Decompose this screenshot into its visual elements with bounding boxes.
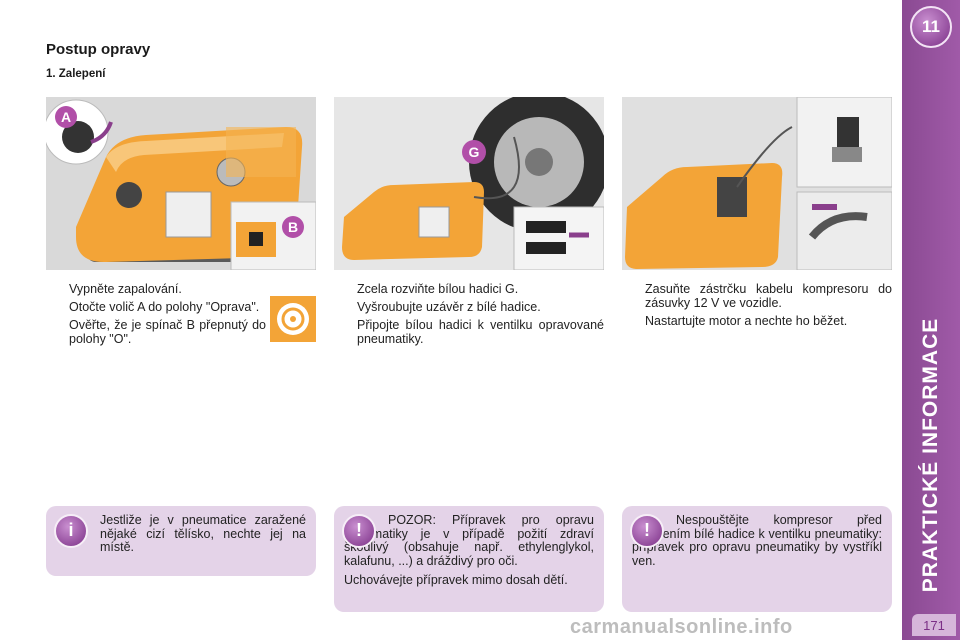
note-text: Jestliže je v pneumatice zaražené nějaké… — [100, 513, 306, 554]
step-text: Připojte bílou hadici k ventilku opravov… — [357, 318, 604, 346]
section-subtitle: 1. Zalepení — [46, 68, 106, 80]
chapter-sidebar — [902, 0, 960, 640]
info-note: i Jestliže je v pneumatice zaražené něja… — [46, 506, 316, 576]
step-item: Otočte volič A do polohy "Oprava". — [46, 300, 266, 314]
step-item: Zcela rozviňte bílou hadici G. — [334, 282, 604, 296]
note-text: Nespouštějte kompresor před připojením b… — [632, 513, 882, 568]
info-icon: i — [54, 514, 88, 548]
step-text: Vypněte zapalování. — [69, 282, 182, 296]
step-text: Ověřte, že je spínač B přepnutý do poloh… — [69, 318, 266, 346]
warning-icon: ! — [342, 514, 376, 548]
section-title: Postup opravy — [46, 41, 151, 58]
column-2: Zcela rozviňte bílou hadici G. Vyšroubuj… — [334, 282, 604, 350]
warning-note: ! POZOR: Přípravek pro opravu pneumatiky… — [334, 506, 604, 612]
label-b: B — [288, 219, 298, 235]
column-1: Vypněte zapalování. Otočte volič A do po… — [46, 282, 266, 350]
step-item: Vypněte zapalování. — [46, 282, 266, 296]
watermark: carmanualsonline.info — [570, 616, 793, 638]
column-3: Zasuňte zástrčku kabelu kompresoru do zá… — [622, 282, 892, 332]
page-number: 171 — [912, 614, 956, 636]
label-g: G — [469, 144, 480, 160]
compressor-illustration-3 — [622, 97, 892, 270]
step-text: Otočte volič A do polohy "Oprava". — [69, 300, 260, 314]
step-item: Ověřte, že je spínač B přepnutý do poloh… — [46, 318, 266, 346]
photo-hose-valve: G — [334, 97, 604, 270]
step-item: Zasuňte zástrčku kabelu kompresoru do zá… — [622, 282, 892, 310]
caution-note: ! Nespouštějte kompresor před připojením… — [622, 506, 892, 612]
note-text: Uchovávejte přípravek mimo dosah dětí. — [344, 573, 568, 587]
step-item: Vyšroubujte uzávěr z bílé hadice. — [334, 300, 604, 314]
step-text: Nastartujte motor a nechte ho běžet. — [645, 314, 848, 328]
step-text: Zcela rozviňte bílou hadici G. — [357, 282, 519, 296]
photo-power-plug — [622, 97, 892, 270]
step-text: Zasuňte zástrčku kabelu kompresoru do zá… — [645, 282, 892, 310]
step-item: Připojte bílou hadici k ventilku opravov… — [334, 318, 604, 346]
step-text: Vyšroubujte uzávěr z bílé hadice. — [357, 300, 541, 314]
chapter-title: PRAKTICKÉ INFORMACE — [919, 317, 942, 593]
repair-dial-icon — [270, 296, 316, 342]
note-text: POZOR: Přípravek pro opravu pneumatiky j… — [344, 513, 594, 568]
chapter-number: 11 — [922, 17, 940, 36]
warning-icon: ! — [630, 514, 664, 548]
chapter-badge: 11 — [910, 6, 952, 48]
photo-compressor-selector: A B — [46, 97, 316, 270]
step-item: Nastartujte motor a nechte ho běžet. — [622, 314, 892, 328]
label-a: A — [61, 109, 71, 125]
compressor-illustration-2: G — [334, 97, 604, 270]
compressor-illustration-1: A B — [46, 97, 316, 270]
